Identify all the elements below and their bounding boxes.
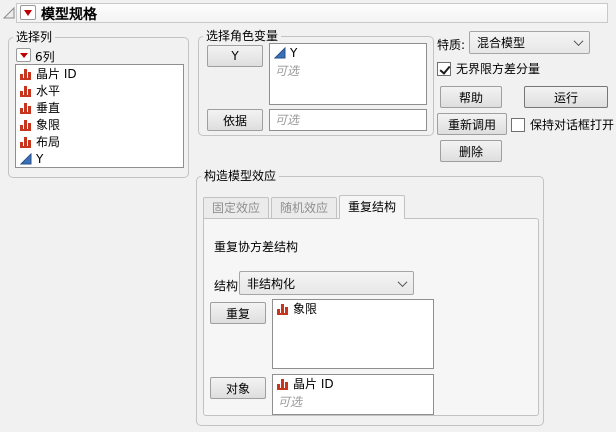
repeated-role-button[interactable]: 重复	[210, 302, 266, 324]
personality-selected-value: 混合模型	[477, 36, 526, 50]
columns-count-label: 6列	[35, 50, 55, 64]
subject-role-button[interactable]: 对象	[210, 377, 266, 399]
nominal-variable-icon	[277, 303, 289, 315]
list-item[interactable]: 垂直	[16, 99, 183, 116]
chevron-down-icon	[397, 276, 408, 287]
list-item[interactable]: 晶片 ID	[16, 65, 183, 82]
list-item[interactable]: 晶片 ID	[273, 375, 433, 392]
variable-label: 象限	[293, 302, 318, 316]
keep-dialog-open-label: 保持对话框打开	[530, 118, 615, 132]
optional-placeholder: 可选	[275, 113, 300, 127]
columns-listbox[interactable]: 晶片 ID 水平垂直象限布局 Y	[15, 64, 184, 168]
remove-button[interactable]: 删除	[440, 140, 502, 162]
nominal-variable-icon	[20, 85, 32, 97]
list-item[interactable]: 象限	[273, 300, 433, 317]
columns-red-triangle-menu-button[interactable]	[16, 48, 31, 62]
continuous-variable-icon	[20, 152, 32, 165]
variable-label: 象限	[36, 118, 61, 132]
nominal-variable-icon	[20, 119, 32, 131]
personality-dropdown[interactable]: 混合模型	[469, 31, 590, 54]
list-item[interactable]: Y	[16, 150, 183, 167]
continuous-variable-icon	[274, 46, 286, 59]
repeated-structure-panel: 重复协方差结构 结构 非结构化 重复 象限 对象 晶片 ID 可选	[203, 218, 539, 416]
variable-label: 水平	[36, 84, 61, 98]
y-role-listbox[interactable]: Y 可选	[269, 43, 427, 105]
list-item[interactable]: 象限	[16, 116, 183, 133]
variable-label: 晶片 ID	[293, 377, 334, 391]
optional-placeholder: 可选	[278, 395, 303, 409]
nominal-variable-icon	[20, 102, 32, 114]
personality-label: 特质:	[437, 38, 466, 52]
pick-role-variables-label: 选择角色变量	[203, 29, 282, 44]
repeated-listbox[interactable]: 象限	[272, 299, 434, 369]
select-columns-label: 选择列	[13, 30, 56, 45]
unbounded-variance-checkbox[interactable]	[437, 61, 451, 76]
select-columns-group: 选择列 6列 晶片 ID 水平垂直象限布局 Y	[8, 30, 189, 178]
tab-fixed-effects[interactable]: 固定效应	[203, 197, 270, 218]
chevron-down-icon	[573, 36, 584, 47]
keep-dialog-open-checkbox[interactable]	[511, 117, 525, 132]
run-button[interactable]: 运行	[524, 86, 608, 108]
variable-label: Y	[36, 151, 44, 166]
nominal-variable-icon	[20, 68, 32, 80]
page-title: 模型规格	[41, 7, 97, 23]
tab-repeated-structure[interactable]: 重复结构	[339, 195, 406, 219]
variable-label: 垂直	[36, 101, 61, 115]
optional-placeholder: 可选	[275, 64, 300, 78]
by-role-button[interactable]: 依据	[207, 109, 263, 131]
red-triangle-menu-button[interactable]	[20, 5, 36, 20]
list-item[interactable]: 布局	[16, 133, 183, 150]
recall-button[interactable]: 重新调用	[437, 113, 507, 135]
pick-role-variables-group: 选择角色变量 Y Y 可选 依据 可选	[198, 29, 434, 136]
list-item[interactable]: Y	[270, 44, 426, 61]
tab-random-effects[interactable]: 随机效应	[271, 197, 338, 218]
variable-label: 布局	[36, 135, 61, 149]
variable-label: 晶片 ID	[36, 67, 77, 81]
by-role-listbox[interactable]: 可选	[269, 109, 427, 131]
list-item[interactable]: 水平	[16, 82, 183, 99]
structure-selected-value: 非结构化	[247, 276, 296, 291]
unbounded-variance-label: 无界限方差分量	[456, 62, 541, 76]
keep-dialog-open-checkbox-row[interactable]: 保持对话框打开	[511, 116, 614, 133]
red-triangle-icon	[24, 9, 32, 16]
subject-listbox[interactable]: 晶片 ID 可选	[272, 374, 434, 415]
repeated-covariance-structure-title: 重复协方差结构	[214, 240, 299, 254]
nominal-variable-icon	[277, 378, 289, 390]
effects-tab-bar: 固定效应 随机效应 重复结构	[203, 195, 406, 219]
collapse-triangle-icon[interactable]	[2, 6, 16, 20]
help-button[interactable]: 帮助	[440, 86, 502, 108]
structure-label: 结构	[214, 279, 239, 293]
outline-title-bar	[16, 3, 608, 23]
nominal-variable-icon	[20, 136, 32, 148]
red-triangle-icon	[19, 52, 28, 58]
variable-label: Y	[290, 45, 298, 60]
construct-model-effects-label: 构造模型效应	[201, 169, 280, 184]
structure-dropdown[interactable]: 非结构化	[239, 271, 414, 295]
construct-model-effects-group: 构造模型效应 固定效应 随机效应 重复结构 重复协方差结构 结构 非结构化 重复…	[196, 169, 544, 426]
unbounded-variance-checkbox-row[interactable]: 无界限方差分量	[437, 60, 540, 77]
y-role-button[interactable]: Y	[207, 45, 263, 67]
